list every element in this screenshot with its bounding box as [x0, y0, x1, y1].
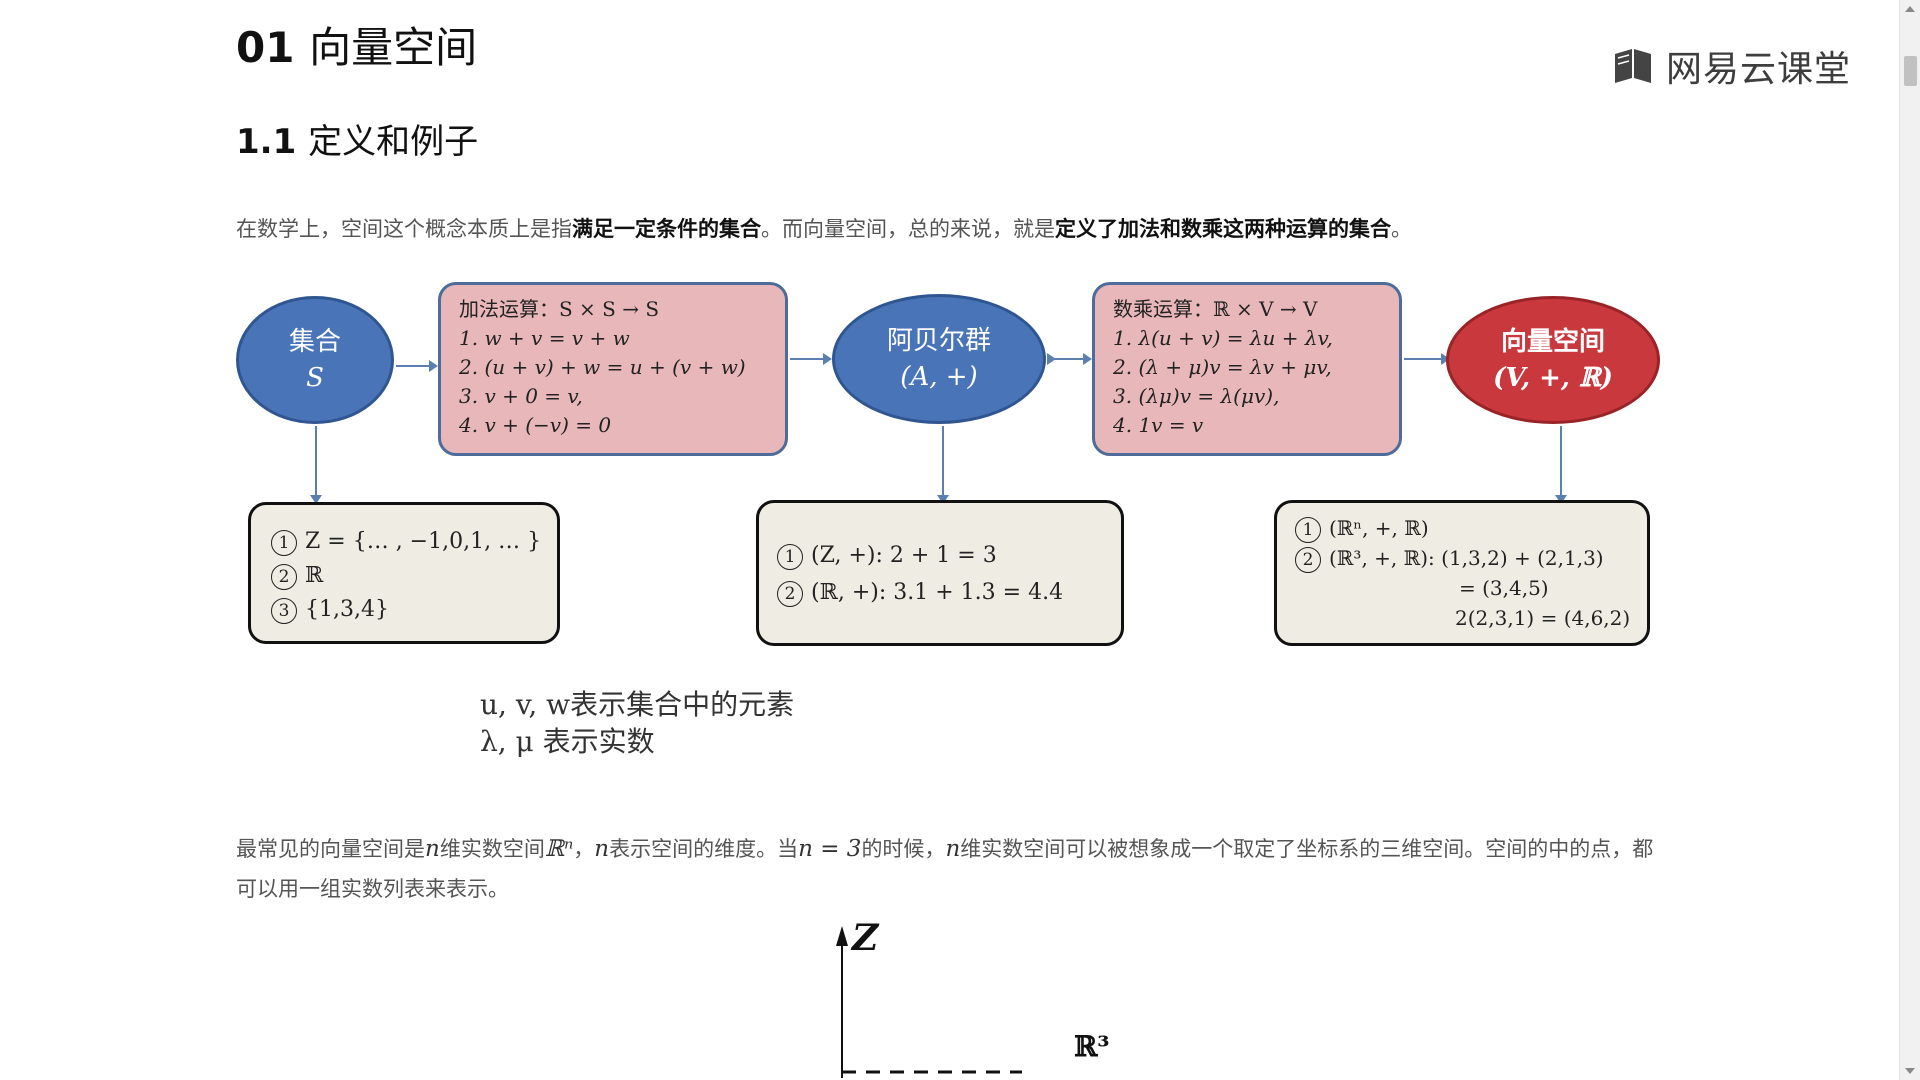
addition-title: 加法运算：S × S → S	[459, 297, 660, 321]
vertical-scrollbar[interactable]	[1899, 0, 1920, 1080]
space-example-1: 1(ℝⁿ, +, ℝ)	[1295, 513, 1647, 543]
scalar-rule-1: 1. λ(u + v) = λu + λv,	[1113, 326, 1333, 350]
scrollbar-thumb[interactable]	[1904, 56, 1917, 86]
arrow-space-to-examples	[1555, 426, 1567, 504]
r3-label: ℝ³	[1074, 1030, 1110, 1063]
arrow-addition-to-group	[790, 353, 832, 365]
addition-rule-3: 3. v + 0 = v,	[459, 384, 583, 408]
scalar-multiplication-box: 数乘运算：ℝ × V → V 1. λ(u + v) = λu + λv, 2.…	[1092, 282, 1402, 456]
group-example-1: 1(Z, +): 2 + 1 = 3	[777, 537, 1121, 574]
space-example-2: 2(ℝ³, +, ℝ): (1,3,2) + (2,1,3)	[1295, 543, 1647, 573]
arrow-group-to-examples	[937, 426, 949, 504]
logo-text: 网易云课堂	[1666, 49, 1852, 90]
addition-rule-4: 4. v + (−v) = 0	[459, 413, 612, 437]
vector-space-node: 向量空间 (V, +, ℝ)	[1446, 296, 1660, 424]
group-example-2: 2(ℝ, +): 3.1 + 1.3 = 4.4	[777, 574, 1121, 611]
z-axis-label: Z	[850, 920, 880, 959]
abelian-group-node: 阿贝尔群 (A, +)	[832, 294, 1046, 424]
scroll-up-arrow-icon[interactable]	[1905, 6, 1915, 12]
scalar-rule-4: 4. 1v = v	[1113, 413, 1204, 437]
group-examples-box: 1(Z, +): 2 + 1 = 3 2(ℝ, +): 3.1 + 1.3 = …	[756, 500, 1124, 646]
scroll-down-arrow-icon[interactable]	[1905, 1068, 1915, 1074]
book-icon	[1615, 49, 1651, 83]
space-example-2-result: = (3,4,5)	[1459, 576, 1549, 600]
note-reals: λ, μ 表示实数	[480, 725, 655, 758]
heading-1: 01 向量空间	[236, 23, 478, 72]
intro-paragraph: 在数学上，空间这个概念本质上是指满足一定条件的集合。而向量空间，总的来说，就是定…	[236, 217, 1412, 241]
coordinate-axes: Z ℝ³	[836, 920, 1110, 1078]
heading-1-1: 1.1 定义和例子	[236, 122, 479, 162]
space-example-3: 2(2,3,1) = (4,6,2)	[1455, 606, 1631, 630]
rn-paragraph: 最常见的向量空间是n维实数空间ℝⁿ，n表示空间的维度。当n = 3的时候，n维实…	[236, 836, 1654, 901]
notation-note: u, v, w表示集合中的元素 λ, μ 表示实数	[480, 686, 794, 760]
addition-rule-2: 2. (u + v) + w = u + (v + w)	[459, 355, 746, 379]
arrow-group-to-scalar-line	[1048, 353, 1092, 365]
scalar-rule-2: 2. (λ + μ)v = λv + μv,	[1113, 355, 1332, 379]
arrow-set-to-examples	[310, 426, 322, 504]
netease-cloud-classroom-logo: 网易云课堂	[1612, 44, 1851, 90]
arrow-scalar-to-space	[1404, 353, 1450, 365]
addition-box: 加法运算：S × S → S 1. w + v = v + w 2. (u + …	[438, 282, 788, 456]
space-examples-box: 1(ℝⁿ, +, ℝ) 2(ℝ³, +, ℝ): (1,3,2) + (2,1,…	[1274, 500, 1650, 646]
set-node: 集合 S	[236, 296, 394, 424]
set-example-3: 3{1,3,4}	[271, 593, 557, 627]
z-axis-arrowhead	[836, 926, 848, 946]
addition-rule-1: 1. w + v = v + w	[459, 326, 630, 350]
scalar-title: 数乘运算：ℝ × V → V	[1113, 297, 1318, 321]
scalar-rule-3: 3. (λμ)v = λ(μv),	[1113, 384, 1280, 408]
arrow-set-to-addition	[396, 360, 438, 372]
note-elements: u, v, w表示集合中的元素	[480, 688, 795, 721]
